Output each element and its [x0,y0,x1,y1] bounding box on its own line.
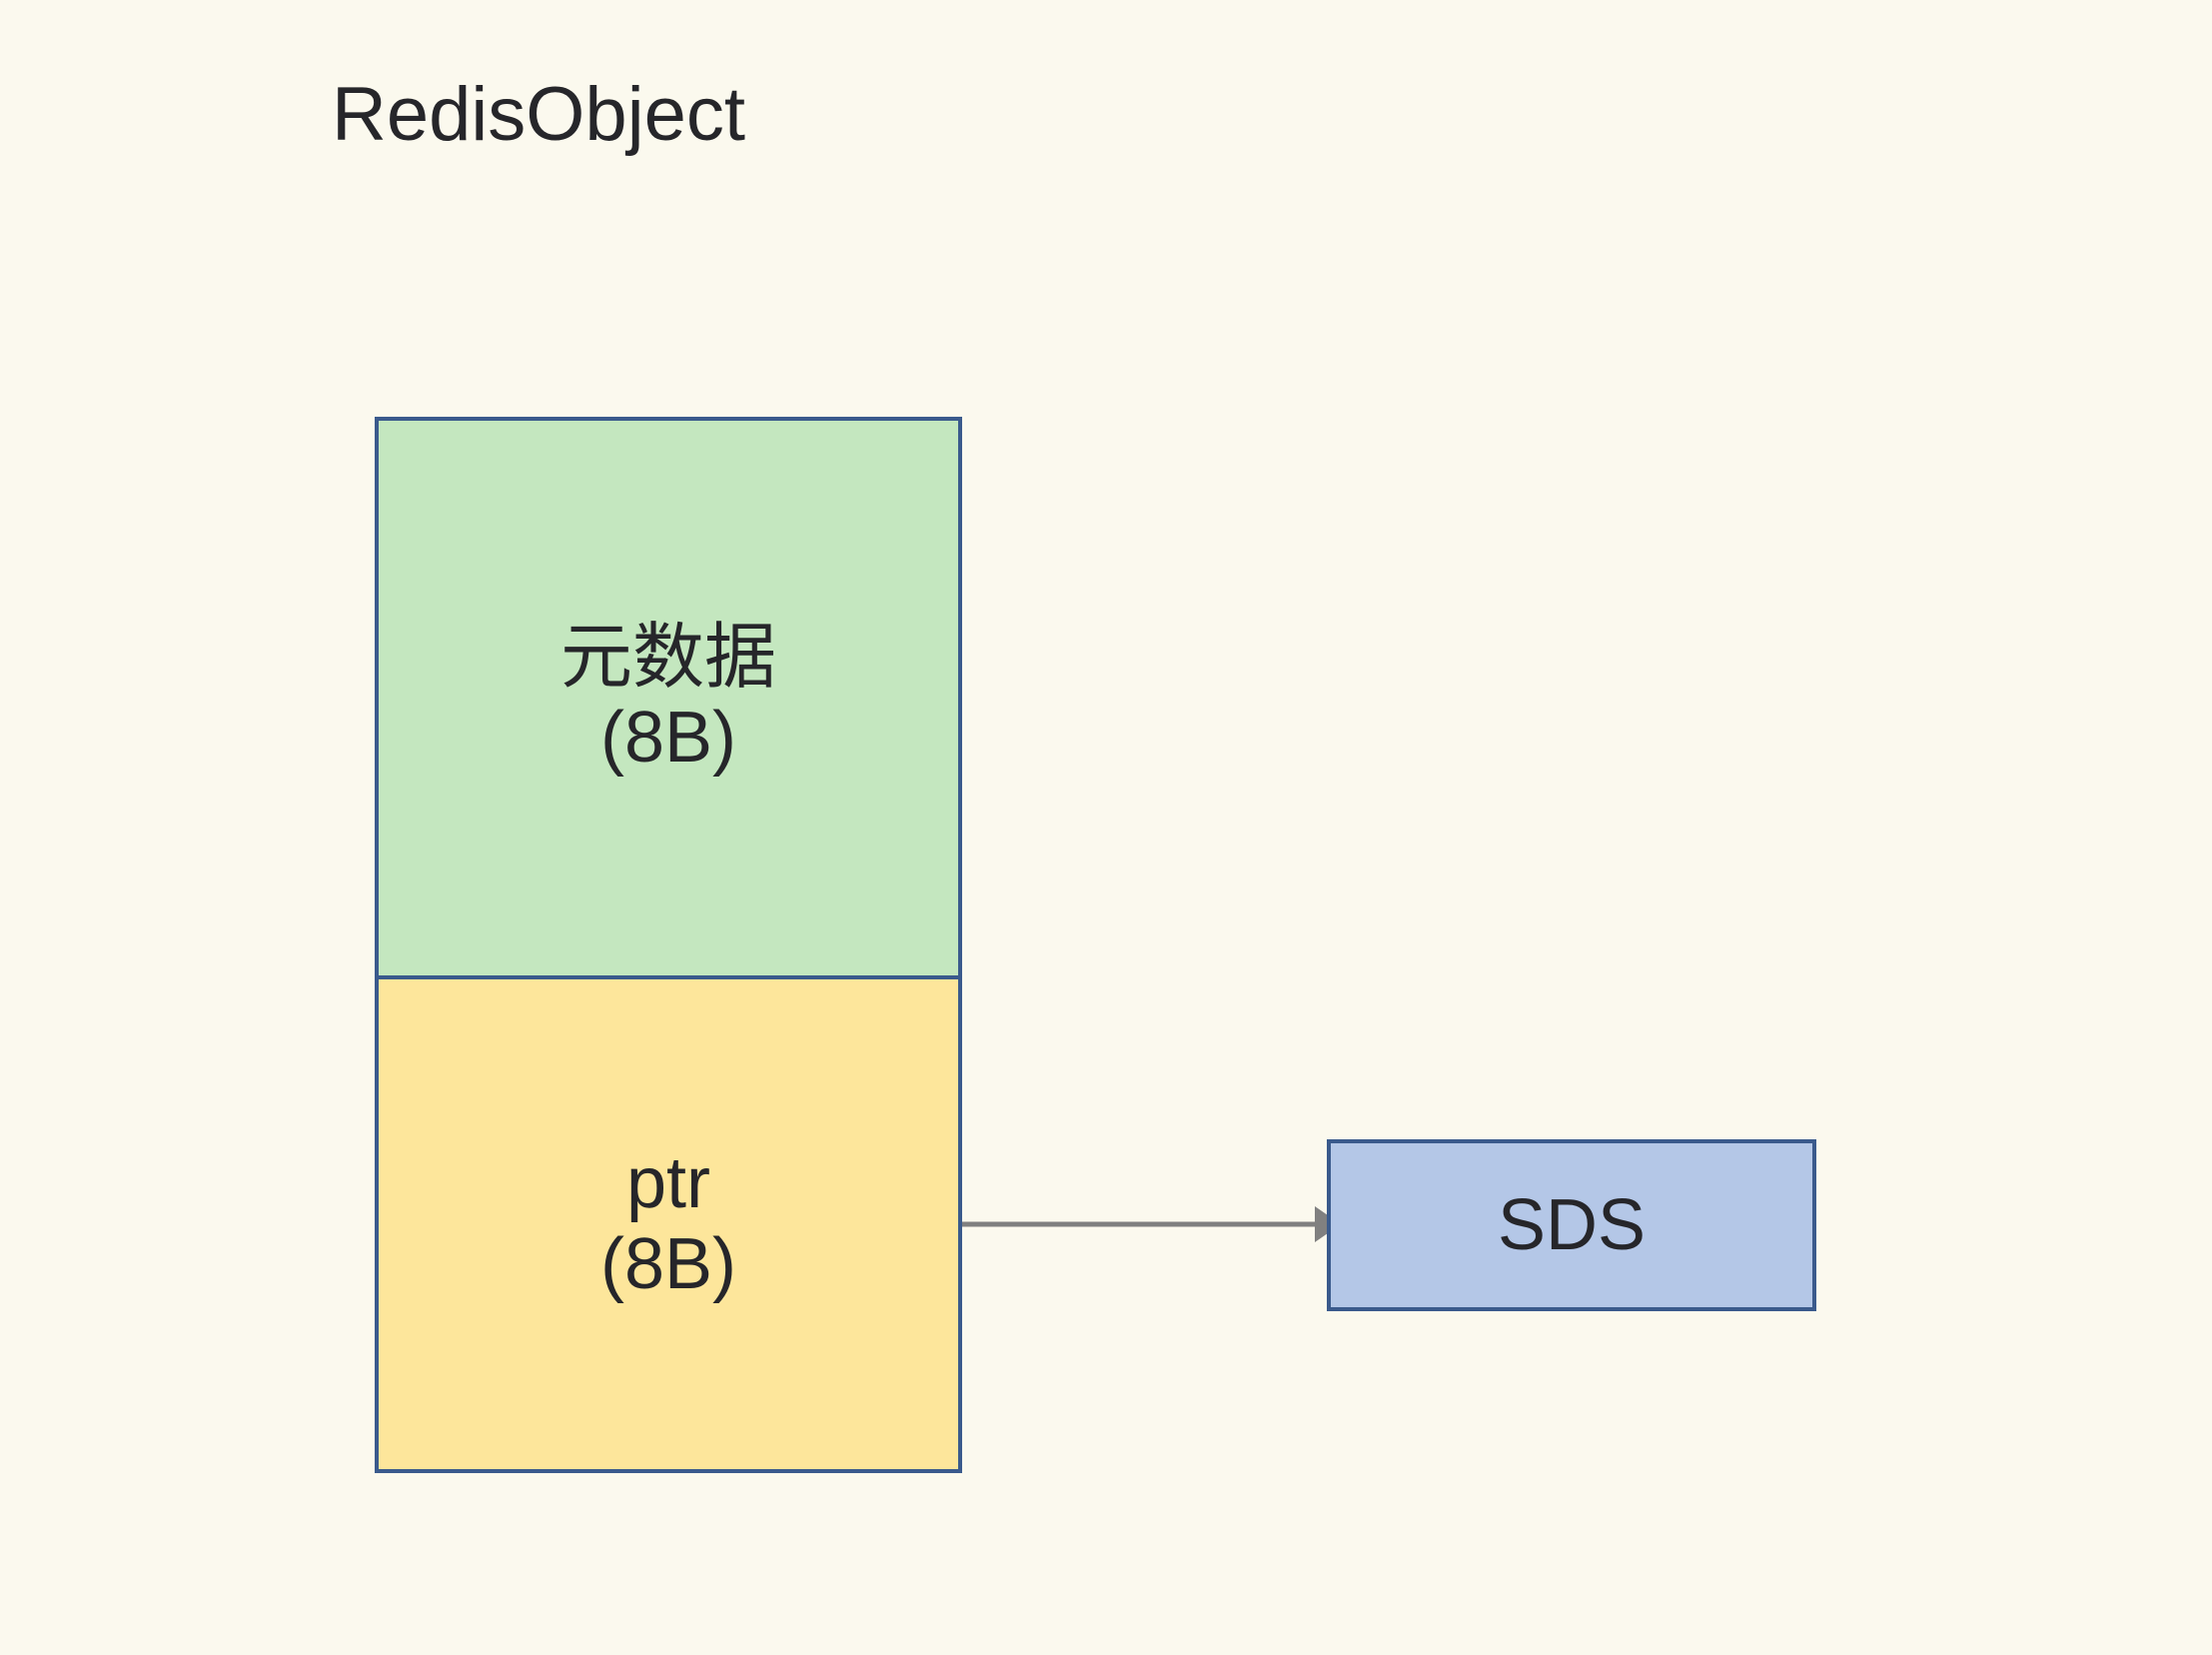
pointer-arrow-icon [962,1206,1339,1242]
struct-field-metadata: 元数据 (8B) [379,421,958,979]
sds-box: SDS [1327,1139,1816,1311]
redisobject-struct-box: 元数据 (8B) ptr (8B) [375,417,962,1473]
sds-label: SDS [1497,1185,1647,1265]
ptr-label: ptr [625,1143,711,1224]
struct-field-ptr: ptr (8B) [379,978,958,1469]
metadata-size: (8B) [599,698,737,779]
page-title: RedisObject [332,72,745,157]
metadata-label: 元数据 [559,617,776,698]
ptr-size: (8B) [599,1223,737,1304]
